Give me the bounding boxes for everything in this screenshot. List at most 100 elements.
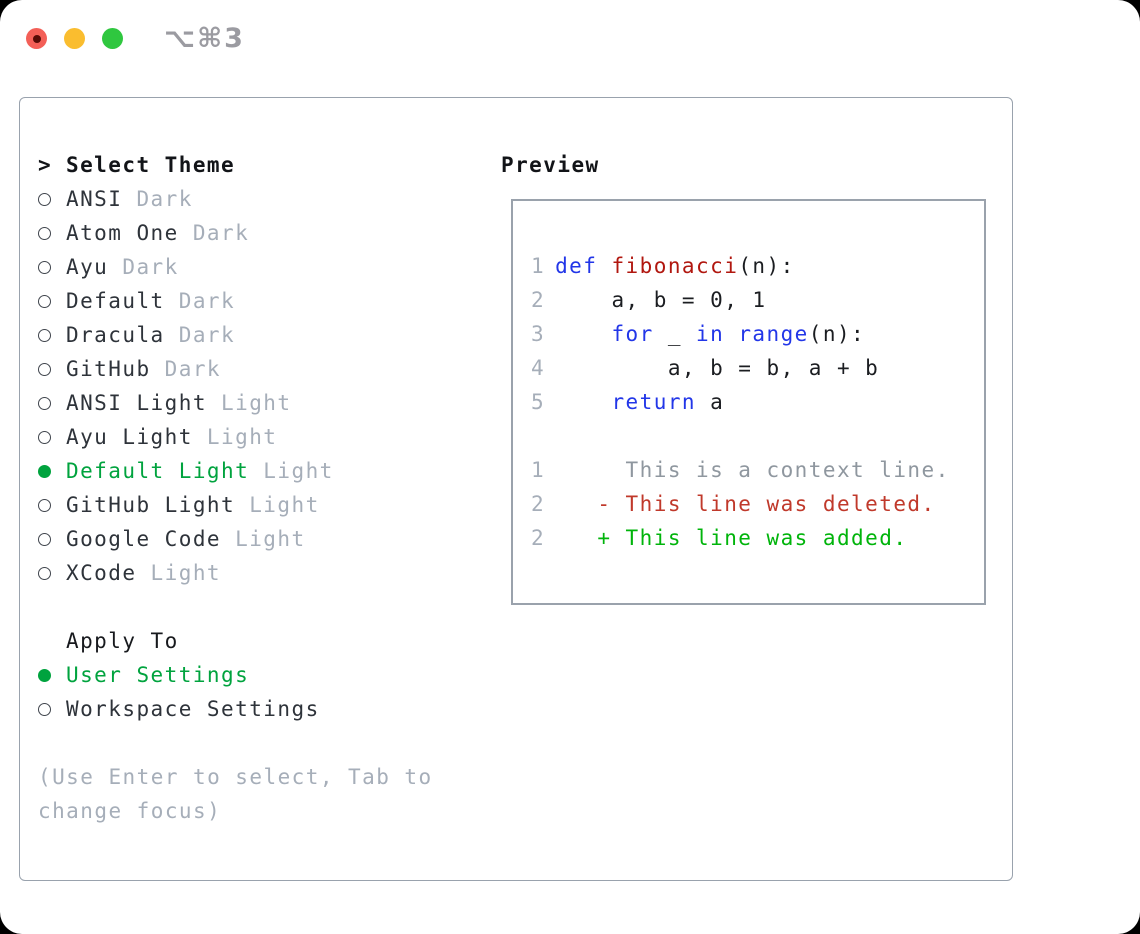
option-label: Ayu xyxy=(66,255,109,279)
radio-unselected-icon[interactable] xyxy=(38,362,51,376)
radio-unselected-icon[interactable] xyxy=(38,498,51,512)
code-segment-fn: fibonacci xyxy=(611,254,739,278)
radio-cell xyxy=(38,362,66,376)
radio-unselected-icon[interactable] xyxy=(38,702,51,716)
theme-list-title: Select Theme xyxy=(66,153,236,177)
code-segment-kw: range xyxy=(738,322,809,346)
theme-option-google-code[interactable]: Google Code Light xyxy=(38,522,478,556)
option-variant-label: Dark xyxy=(108,255,179,279)
theme-option-default[interactable]: Default Dark xyxy=(38,284,478,318)
code-line: 3 for _ in range(n): xyxy=(531,317,984,351)
apply-option-workspace-settings[interactable]: Workspace Settings xyxy=(38,692,478,726)
radio-unselected-icon[interactable] xyxy=(38,260,51,274)
line-number: 5 xyxy=(531,390,546,414)
radio-cell xyxy=(38,566,66,580)
option-variant-label: Light xyxy=(221,527,306,551)
radio-unselected-icon[interactable] xyxy=(38,396,51,410)
theme-option-ansi-light[interactable]: ANSI Light Light xyxy=(38,386,478,420)
radio-unselected-icon[interactable] xyxy=(38,566,51,580)
line-number: 4 xyxy=(531,356,546,380)
radio-cell xyxy=(38,192,66,206)
option-variant-label: Dark xyxy=(164,323,236,347)
radio-cell xyxy=(38,328,66,342)
line-number: 2 xyxy=(531,526,546,550)
code-segment-pl xyxy=(724,322,738,346)
code-segment-pl: a xyxy=(696,390,725,414)
option-variant-label: Dark xyxy=(164,289,236,313)
close-button[interactable] xyxy=(26,28,47,49)
radio-unselected-icon[interactable] xyxy=(38,328,51,342)
option-label: Workspace Settings xyxy=(66,697,320,721)
theme-option-atom-one[interactable]: Atom One Dark xyxy=(38,216,478,250)
radio-unselected-icon[interactable] xyxy=(38,294,51,308)
theme-option-ansi[interactable]: ANSI Dark xyxy=(38,182,478,216)
radio-selected-icon[interactable] xyxy=(38,668,51,682)
radio-cell xyxy=(38,260,66,274)
radio-selected-icon[interactable] xyxy=(38,464,51,478)
code-line: 5 return a xyxy=(531,385,984,419)
code-segment-pl: _ xyxy=(653,322,697,346)
radio-cell xyxy=(38,702,66,716)
cursor-indicator: > xyxy=(38,153,53,177)
apply-option-user-settings[interactable]: User Settings xyxy=(38,658,478,692)
option-label: Google Code xyxy=(66,527,222,551)
option-label: ANSI xyxy=(66,187,123,211)
option-variant-label: Dark xyxy=(122,187,193,211)
code-line: 1 This is a context line. xyxy=(531,453,984,487)
code-segment-pl xyxy=(555,322,611,346)
code-segment-pl: (n): xyxy=(738,254,795,278)
option-variant-label: Light xyxy=(249,459,334,483)
line-number xyxy=(531,419,545,453)
option-variant-label: Dark xyxy=(150,357,222,381)
code-segment-ctx: This is a context line. xyxy=(555,458,950,482)
theme-option-default-light[interactable]: Default Light Light xyxy=(38,454,478,488)
option-variant-label: Light xyxy=(136,561,222,585)
radio-unselected-icon[interactable] xyxy=(38,532,51,546)
option-label: XCode xyxy=(66,561,137,585)
code-line: 2 - This line was deleted. xyxy=(531,487,984,521)
zoom-button[interactable] xyxy=(102,28,123,49)
line-number: 2 xyxy=(531,288,546,312)
radio-cell xyxy=(38,226,66,240)
theme-option-github[interactable]: GitHub Dark xyxy=(38,352,478,386)
code-segment-pl: a, b = 0, 1 xyxy=(555,288,767,312)
line-number: 2 xyxy=(531,492,546,516)
radio-cell xyxy=(38,668,66,682)
code-segment-pl: a, b = b, a + b xyxy=(555,356,880,380)
radio-unselected-icon[interactable] xyxy=(38,192,51,206)
option-variant-label: Light xyxy=(206,391,292,415)
theme-option-xcode[interactable]: XCode Light xyxy=(38,556,478,590)
hint-line-2: change focus) xyxy=(38,799,222,823)
option-label: Default Light xyxy=(66,459,250,483)
option-variant-label: Light xyxy=(192,425,278,449)
hint-line-1: (Use Enter to select, Tab to xyxy=(38,765,433,789)
code-segment-add: + This line was added. xyxy=(555,526,908,550)
radio-unselected-icon[interactable] xyxy=(38,430,51,444)
option-label: ANSI Light xyxy=(66,391,207,415)
keyboard-shortcut-label: ⌥⌘3 xyxy=(164,23,245,54)
theme-option-dracula[interactable]: Dracula Dark xyxy=(38,318,478,352)
apply-to-header-row: Apply To xyxy=(38,624,478,658)
theme-option-ayu[interactable]: Ayu Dark xyxy=(38,250,478,284)
option-variant-label: Light xyxy=(235,493,320,517)
theme-option-github-light[interactable]: GitHub Light Light xyxy=(38,488,478,522)
code-line xyxy=(531,419,984,453)
radio-unselected-icon[interactable] xyxy=(38,226,51,240)
spacer-row xyxy=(38,726,478,760)
option-label: GitHub Light xyxy=(66,493,236,517)
spacer-row xyxy=(38,590,478,624)
minimize-button[interactable] xyxy=(64,28,85,49)
option-label: GitHub xyxy=(66,357,151,381)
window-controls xyxy=(26,28,123,49)
option-variant-label: Dark xyxy=(178,221,250,245)
apply-to-title: Apply To xyxy=(66,629,179,653)
line-number: 1 xyxy=(531,254,546,278)
radio-cell xyxy=(38,464,66,478)
theme-option-ayu-light[interactable]: Ayu Light Light xyxy=(38,420,478,454)
